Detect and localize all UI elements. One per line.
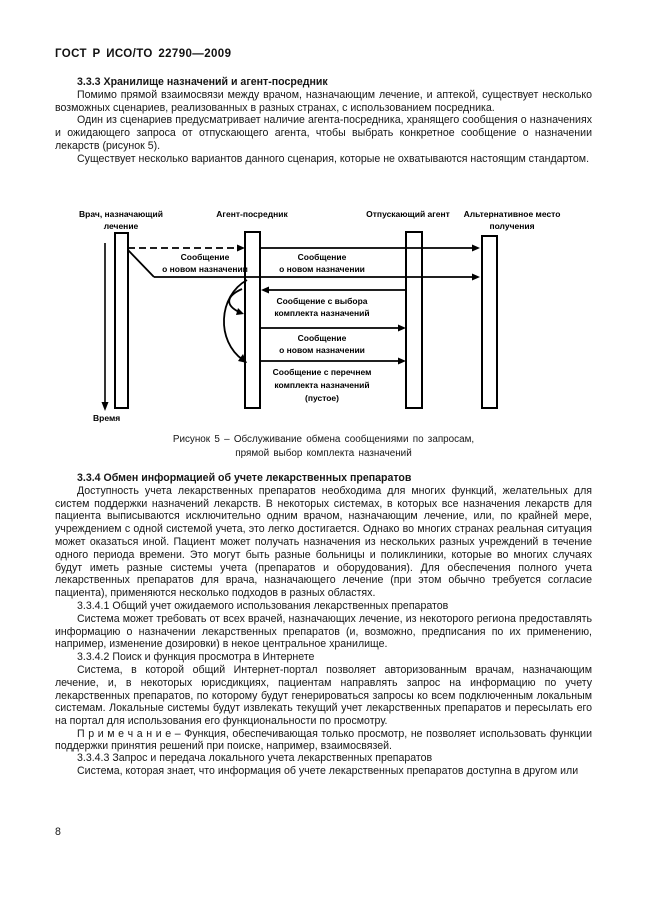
label-new-prescription-mid-1: Сообщение	[298, 333, 347, 343]
arrowhead	[472, 273, 480, 281]
label-list-set-2: комплекта назначений	[274, 380, 369, 390]
section-3-3-4-2-heading: 3.3.4.2 Поиск и функция просмотра в Инте…	[77, 651, 315, 664]
arrowhead	[261, 286, 269, 294]
section-3-3-4-1-heading: 3.3.4.1 Общий учет ожидаемого использова…	[77, 599, 449, 612]
label-selection-set-2: комплекта назначений	[274, 308, 369, 318]
agent-self-loop-inner-arc	[228, 288, 243, 313]
label-new-prescription-left-2: о новом назначении	[162, 264, 248, 274]
section-3-3-4-3-heading: 3.3.4.3 Запрос и передача локального уче…	[77, 751, 433, 764]
note-text: П р и м е ч а н и е – Функция, обеспечив…	[55, 727, 592, 752]
lifeline-box-alt	[481, 235, 498, 409]
paragraph: Система может требовать от всех врачей, …	[55, 612, 592, 651]
section-3-3-4-heading: 3.3.4 Обмен информацией об учете лекарст…	[77, 472, 412, 484]
page-number: 8	[55, 826, 61, 838]
arrowhead	[237, 244, 245, 252]
message-arrows	[127, 244, 480, 365]
section-3-3-4: 3.3.4 Обмен информацией об учете лекарст…	[55, 472, 592, 778]
label-list-set-3: (пустое)	[305, 393, 339, 403]
label-list-set-1: Сообщение с перечнем	[273, 367, 372, 377]
label-new-prescription-right-2: о новом назначении	[279, 264, 365, 274]
lifeline-label-doctor-2: лечение	[104, 221, 139, 231]
figure-caption-line-2: прямой выбор комплекта назначений	[235, 447, 412, 459]
arrow-doctor-diagonal	[127, 249, 155, 278]
label-new-prescription-mid-2: о новом назначении	[279, 345, 365, 355]
document-title: ГОСТ Р ИСО/ТО 22790—2009	[55, 48, 232, 60]
paragraph: Существует несколько вариантов данного с…	[77, 152, 590, 165]
lifeline-label-dispenser: Отпускающий агент	[366, 209, 450, 219]
arrowhead	[236, 308, 244, 315]
paragraph: Помимо прямой взаимосвязи между врачом, …	[55, 88, 592, 114]
arrowhead	[238, 354, 247, 363]
lifeline-label-alt-2: получения	[489, 221, 534, 231]
section-3-3-3: 3.3.3 Хранилище назначений и агент-посре…	[55, 76, 592, 166]
label-selection-set-1: Сообщение с выбора	[276, 296, 367, 306]
time-axis-label: Время	[93, 413, 120, 423]
lifeline-headers: Врач, назначающий лечение Агент-посредни…	[79, 209, 560, 231]
time-axis: Время	[93, 243, 120, 423]
lifeline-label-doctor-1: Врач, назначающий	[79, 209, 163, 219]
lifeline-box-doctor	[114, 232, 129, 409]
lifeline-boxes	[114, 231, 498, 409]
agent-self-loop-outer-arc	[223, 279, 248, 361]
lifeline-box-dispenser	[405, 231, 423, 409]
lifeline-box-agent	[244, 231, 261, 409]
label-new-prescription-left-1: Сообщение	[181, 252, 230, 262]
message-labels: Сообщение о новом назначении Сообщение о…	[162, 252, 371, 403]
paragraph: Система, которая знает, что информация о…	[77, 764, 579, 777]
arrowhead	[398, 357, 406, 365]
time-axis-arrowhead	[101, 402, 109, 411]
figure-5-caption: Рисунок 5 – Обслуживание обмена сообщени…	[55, 433, 592, 460]
arrowhead	[472, 244, 480, 252]
lifeline-label-agent: Агент-посредник	[216, 209, 288, 219]
paragraph: Система, в которой общий Интернет-портал…	[55, 663, 592, 728]
figure-5-sequence-diagram: Врач, назначающий лечение Агент-посредни…	[60, 203, 600, 431]
figure-caption-line-1: Рисунок 5 – Обслуживание обмена сообщени…	[172, 434, 475, 445]
arrowhead	[398, 324, 406, 332]
lifeline-label-alt-1: Альтернативное место	[464, 209, 561, 219]
paragraph: Доступность учета лекарственных препарат…	[55, 484, 592, 600]
label-new-prescription-right-1: Сообщение	[298, 252, 347, 262]
paragraph: Один из сценариев предусматривает наличи…	[55, 114, 592, 152]
section-3-3-3-heading: 3.3.3 Хранилище назначений и агент-посре…	[77, 76, 328, 88]
sequence-diagram-svg: Врач, назначающий лечение Агент-посредни…	[79, 209, 560, 423]
